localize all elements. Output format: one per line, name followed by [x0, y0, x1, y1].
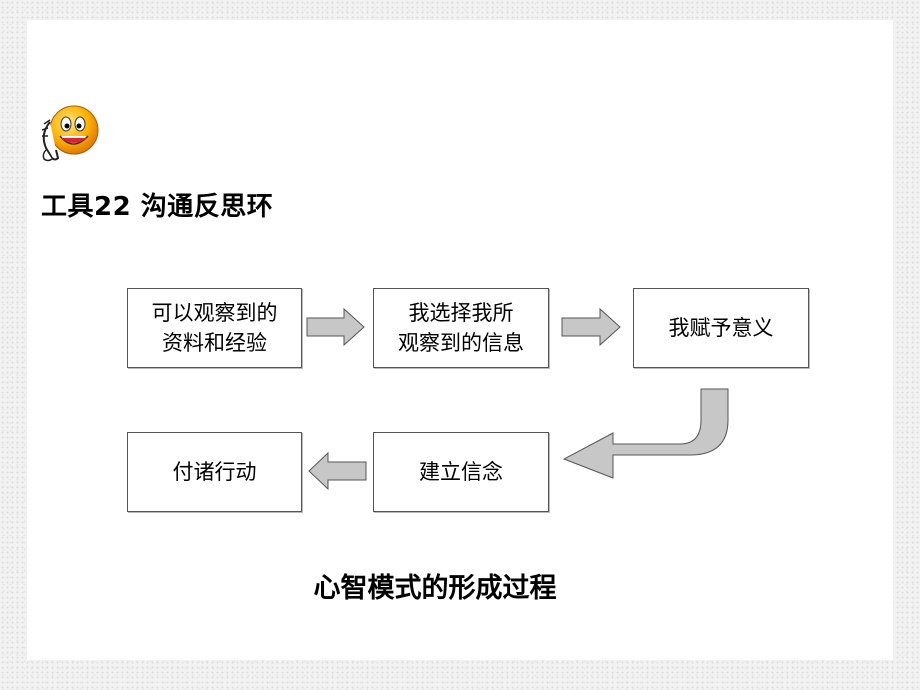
diagram-caption: 心智模式的形成过程	[313, 573, 557, 604]
step-take-action-box: 付诸行动	[127, 432, 302, 512]
step1-line1: 可以观察到的	[151, 301, 278, 325]
step2-line2: 观察到的信息	[398, 331, 524, 355]
smiley-phone-icon	[41, 105, 99, 162]
step-build-belief-box: 建立信念	[373, 432, 549, 512]
step5-label: 付诸行动	[172, 460, 257, 484]
step-observable-data-box: 可以观察到的 资料和经验	[127, 288, 302, 368]
step-assign-meaning-box: 我赋予意义	[633, 288, 809, 368]
page-title: 工具22 沟通反思环	[41, 192, 274, 222]
step4-label: 建立信念	[419, 460, 503, 484]
step3-label: 我赋予意义	[668, 316, 774, 340]
step1-line2: 资料和经验	[162, 331, 267, 355]
step-select-info-box: 我选择我所 观察到的信息	[373, 288, 549, 368]
step2-line1: 我选择我所	[408, 301, 514, 325]
